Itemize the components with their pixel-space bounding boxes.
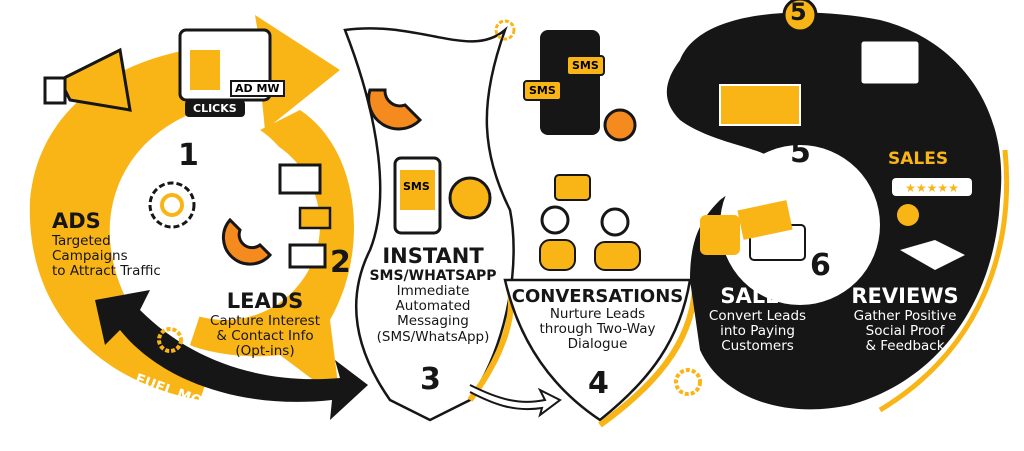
credit-card-icon xyxy=(737,200,806,261)
step-number-6: 6 xyxy=(810,248,831,283)
stage-title: CONVERSATIONS xyxy=(511,286,684,307)
stars-icon: ★★★★★ xyxy=(892,178,972,196)
stage-desc-line: Dialogue xyxy=(567,336,628,353)
step-number-5: 5 xyxy=(790,135,811,170)
stage-title: REVIEWS xyxy=(851,284,959,308)
form-icon xyxy=(278,163,327,269)
stage-desc-line: & Feedback xyxy=(865,337,945,354)
handshake-icon xyxy=(900,240,965,270)
whatsapp-icon xyxy=(448,176,492,220)
fuel-more-leads-arrow xyxy=(95,290,368,420)
stage-title: INSTANT xyxy=(382,244,484,268)
stage-desc-line: Customers xyxy=(721,337,794,354)
stage-desc-line: Automated xyxy=(395,298,471,315)
stage-desc-line: Social Proof xyxy=(865,322,945,339)
megaphone-icon xyxy=(43,47,132,112)
stage-desc-line: Nurture Leads xyxy=(549,306,646,323)
svg-text:★★★★★: ★★★★★ xyxy=(905,181,959,195)
headset-icon xyxy=(603,108,637,142)
clicks-badge: CLICKS xyxy=(185,100,245,117)
stage-leads: LEADS Capture Interest & Contact Info (O… xyxy=(200,289,330,359)
gear-icon xyxy=(157,19,702,396)
sms-badge: SMS xyxy=(403,180,430,193)
stage-desc-line: to Attract Traffic xyxy=(52,262,161,279)
smiley-icon xyxy=(897,204,919,226)
stage-title: SALES xyxy=(720,284,795,308)
step-number-1: 1 xyxy=(178,138,199,173)
stage-desc-line: (SMS/WhatsApp) xyxy=(376,328,490,345)
envelope-icon xyxy=(298,206,332,230)
stage-sales: SALES Convert Leads into Paying Customer… xyxy=(700,284,815,354)
cash-register-icon xyxy=(719,84,801,126)
magnet-icon xyxy=(221,217,273,266)
badge-5-circle xyxy=(782,0,818,33)
stage-desc-line: (Opt-ins) xyxy=(235,342,295,359)
step-number-4: 4 xyxy=(588,366,609,401)
stage-title: ADS xyxy=(52,209,101,233)
stage-instant: INSTANT SMS/WHATSAPP Immediate Automated… xyxy=(358,244,508,345)
stage-title: LEADS xyxy=(226,289,304,313)
thumbs-up-icon xyxy=(700,215,740,255)
stage-desc-line: Targeted xyxy=(52,232,111,249)
phone-icon xyxy=(393,156,442,235)
stage-desc-line: Capture Interest xyxy=(210,312,320,329)
sms-badge: SMS xyxy=(523,80,562,101)
step-badge-5: 5 xyxy=(790,0,807,26)
stage-desc-line: Gather Positive xyxy=(853,307,957,324)
stage-desc-line: Immediate xyxy=(396,283,470,300)
sms-badge: SMS xyxy=(566,55,605,76)
gear-icon xyxy=(148,181,196,229)
stage-reviews: REVIEWS Gather Positive Social Proof & F… xyxy=(840,284,970,354)
flow-arrow xyxy=(469,384,562,418)
stage-conversations: CONVERSATIONS Nurture Leads through Two-… xyxy=(505,286,690,353)
step-number-3: 3 xyxy=(420,362,441,397)
stage-desc-line: Messaging xyxy=(397,313,469,330)
stage-desc-line: into Paying xyxy=(720,322,795,339)
stage-desc-line: through Two-Way xyxy=(539,321,656,338)
conversations-shield xyxy=(503,278,692,422)
stage-desc-line: Convert Leads xyxy=(708,307,807,324)
step-number-2: 2 xyxy=(330,245,351,280)
people-talking-icon xyxy=(539,205,641,271)
stage-ads: ADS Targeted Campaigns to Attract Traffi… xyxy=(52,209,161,279)
magnet-icon xyxy=(367,88,423,131)
stage-subtitle: SMS/WHATSAPP xyxy=(369,267,497,284)
chat-icon xyxy=(554,174,591,201)
sales-badge: SALES xyxy=(888,149,949,169)
stage-desc-line: Campaigns xyxy=(52,247,128,264)
stage-desc-line: & Contact Info xyxy=(216,327,314,344)
ad-browser-icon xyxy=(858,38,922,87)
ad-badge: AD MW xyxy=(230,80,285,97)
